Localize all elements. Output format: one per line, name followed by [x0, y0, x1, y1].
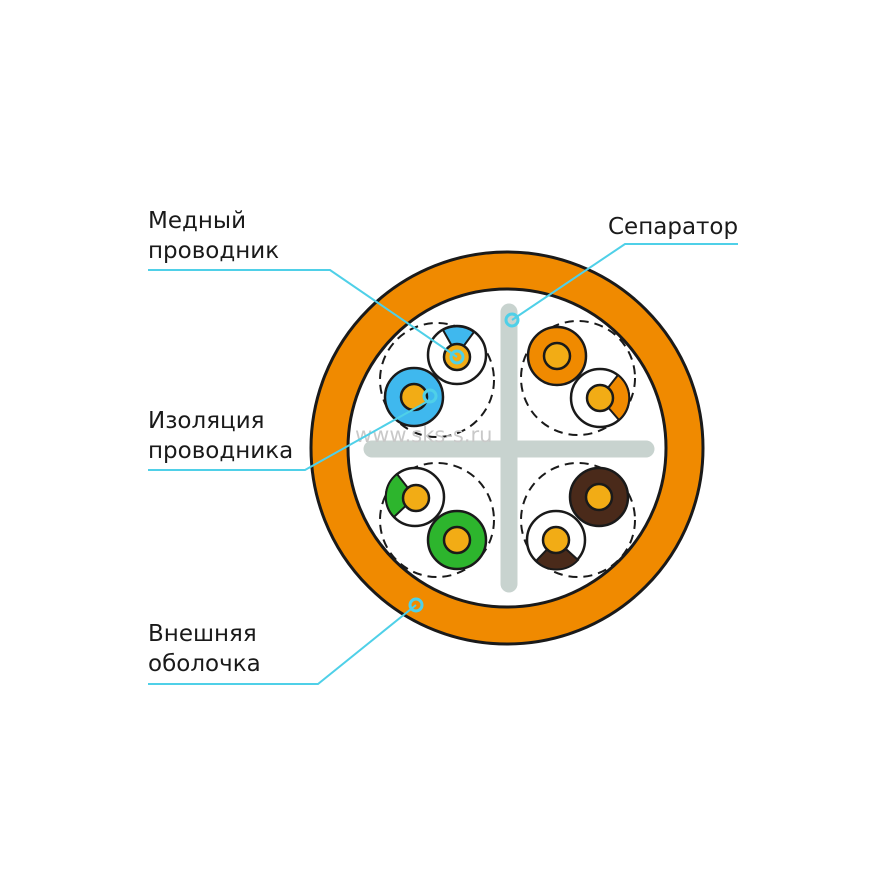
leader-lines [148, 243, 738, 685]
leader-markers [408, 312, 520, 613]
conductor-orange-stripe [569, 367, 631, 429]
label-insulation-line2: проводника [148, 438, 294, 464]
leader-insulation [148, 399, 431, 471]
marker-outer-jacket [408, 597, 424, 613]
marker-separator [504, 312, 520, 328]
pair-green [384, 466, 488, 571]
label-separator-line1: Сепаратор [608, 214, 739, 240]
label-copper-conductor-line1: Медный [148, 208, 247, 234]
label-outer-jacket-line2: оболочка [148, 651, 261, 677]
label-insulation-line1: Изоляция [148, 408, 265, 434]
leader-outer-jacket [148, 604, 417, 685]
conductor-brown-stripe [525, 509, 587, 571]
marker-copper-conductor [449, 349, 465, 365]
leader-separator [511, 243, 738, 321]
pair-shield-green [379, 462, 495, 578]
conductor-blue-stripe [426, 324, 488, 386]
label-outer-jacket-line1: Внешняя [148, 621, 257, 647]
marker-insulation [422, 388, 438, 404]
pair-shield-blue [379, 322, 495, 438]
label-separator: Сепаратор [608, 212, 738, 242]
pair-orange [526, 325, 631, 429]
watermark-text: www.sks-s.ru [355, 423, 492, 447]
conductor-green-stripe [384, 466, 446, 528]
pair-brown [525, 466, 630, 571]
pair-blue [383, 324, 488, 428]
label-outer-jacket: Внешняя оболочка [148, 619, 261, 679]
label-copper-conductor: Медный проводник [148, 206, 279, 266]
conductor-blue-solid [383, 366, 445, 428]
label-insulation: Изоляция проводника [148, 406, 293, 466]
pair-shield-orange [520, 320, 636, 436]
conductor-orange-solid [526, 325, 588, 387]
conductor-green-solid [426, 509, 488, 571]
leader-copper-conductor [148, 269, 458, 358]
label-copper-conductor-line2: проводник [148, 238, 280, 264]
pair-shield-brown [520, 462, 636, 578]
conductor-brown-solid [568, 466, 630, 528]
